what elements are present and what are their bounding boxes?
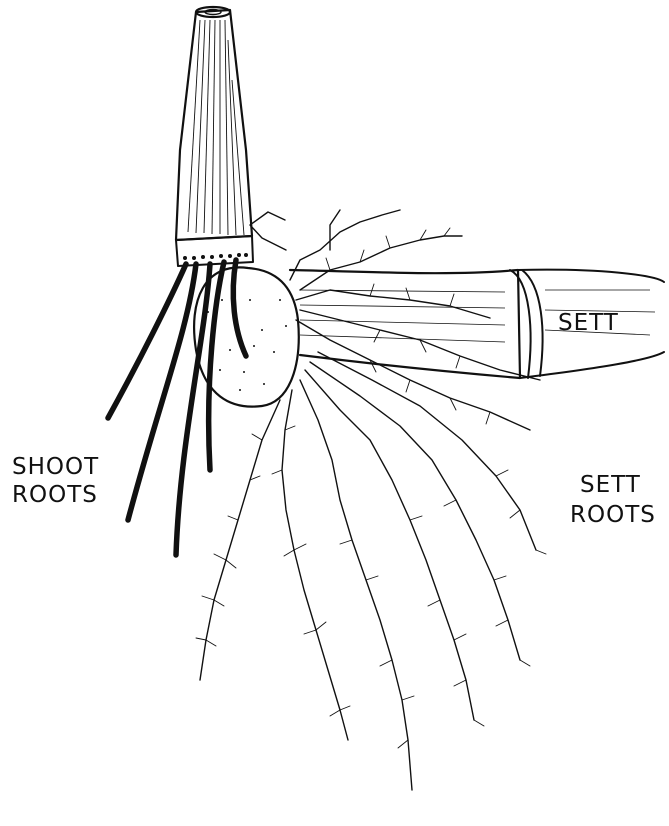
sett-root — [250, 212, 286, 250]
sett-roots — [200, 210, 540, 790]
sett-root — [296, 290, 490, 318]
sett-root — [300, 380, 412, 790]
label-sett: SETT — [558, 310, 619, 336]
sett-node-band — [510, 270, 543, 378]
sett-root — [318, 352, 536, 550]
shoot-node-band — [176, 236, 253, 266]
label-shoot-roots-line2: ROOTS — [12, 482, 98, 508]
sett-root — [310, 362, 520, 660]
shoot-roots — [108, 260, 246, 555]
sett-root — [300, 236, 462, 290]
sett-root — [330, 210, 340, 250]
label-shoot-roots-line1: SHOOT — [12, 454, 99, 480]
sett-root — [200, 400, 280, 680]
sett-root — [305, 370, 474, 720]
shoot-stalk — [176, 7, 253, 266]
sett-root — [282, 390, 348, 740]
label-sett-roots-line1: SETT — [580, 472, 641, 498]
label-sett-roots-line2: ROOTS — [570, 502, 656, 528]
